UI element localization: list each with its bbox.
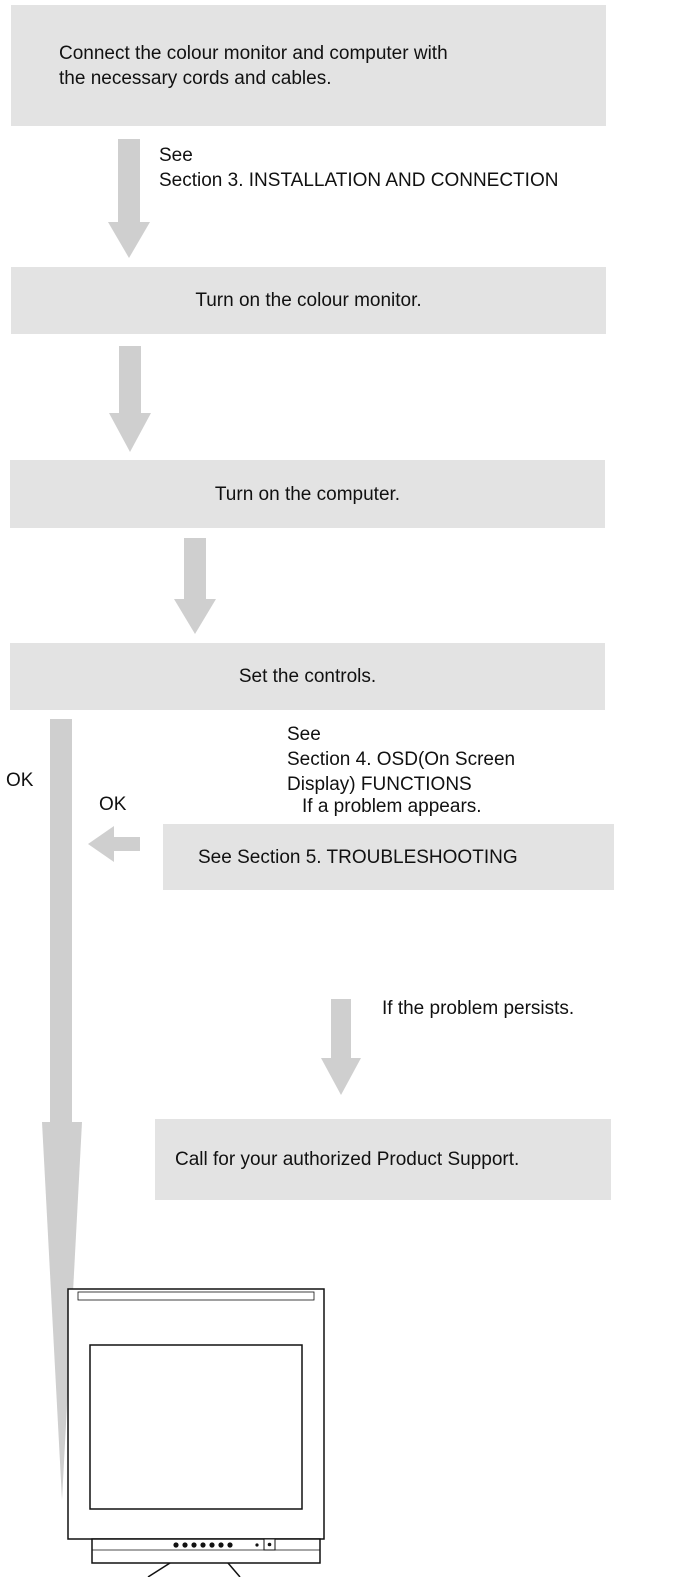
- note-see-section-4: See Section 4. OSD(On Screen Display) FU…: [287, 724, 516, 795]
- step-turn-on-monitor: Turn on the colour monitor.: [11, 267, 606, 334]
- note-see-section-3: See Section 3. INSTALLATION AND CONNECTI…: [159, 145, 559, 191]
- step-troubleshooting: See Section 5. TROUBLESHOOTING: [163, 824, 614, 890]
- step-troubleshooting-label: See Section 5. TROUBLESHOOTING: [198, 846, 518, 868]
- step-turn-on-monitor-label: Turn on the colour monitor.: [195, 290, 422, 311]
- monitor-illustration: [67, 1288, 325, 1577]
- step-connect: Connect the colour monitor and computer …: [11, 5, 606, 126]
- step-set-controls: Set the controls.: [10, 643, 605, 710]
- label-ok-main: OK: [6, 770, 34, 791]
- step-turn-on-computer-label: Turn on the computer.: [214, 483, 401, 505]
- step-call-support-label: Call for your authorized Product Support…: [175, 1149, 520, 1170]
- step-set-controls-label: Set the controls.: [238, 666, 377, 687]
- step-connect-label: Connect the colour monitor and computer …: [59, 42, 448, 89]
- arrow-down-3: [174, 538, 216, 634]
- arrow-down-support: [321, 999, 361, 1095]
- monitor-control-buttons: [173, 1542, 259, 1548]
- note-if-problem-persists: If the problem persists.: [382, 998, 575, 1019]
- arrow-down-1: [108, 139, 150, 258]
- arrow-down-2: [109, 346, 151, 452]
- note-if-problem-appears: If a problem appears.: [302, 796, 482, 817]
- step-call-support: Call for your authorized Product Support…: [155, 1119, 611, 1200]
- arrow-ok-long: [42, 719, 82, 1500]
- label-ok-return: OK: [99, 794, 127, 815]
- step-turn-on-computer: Turn on the computer.: [10, 460, 605, 528]
- arrow-left-ok: [88, 826, 140, 862]
